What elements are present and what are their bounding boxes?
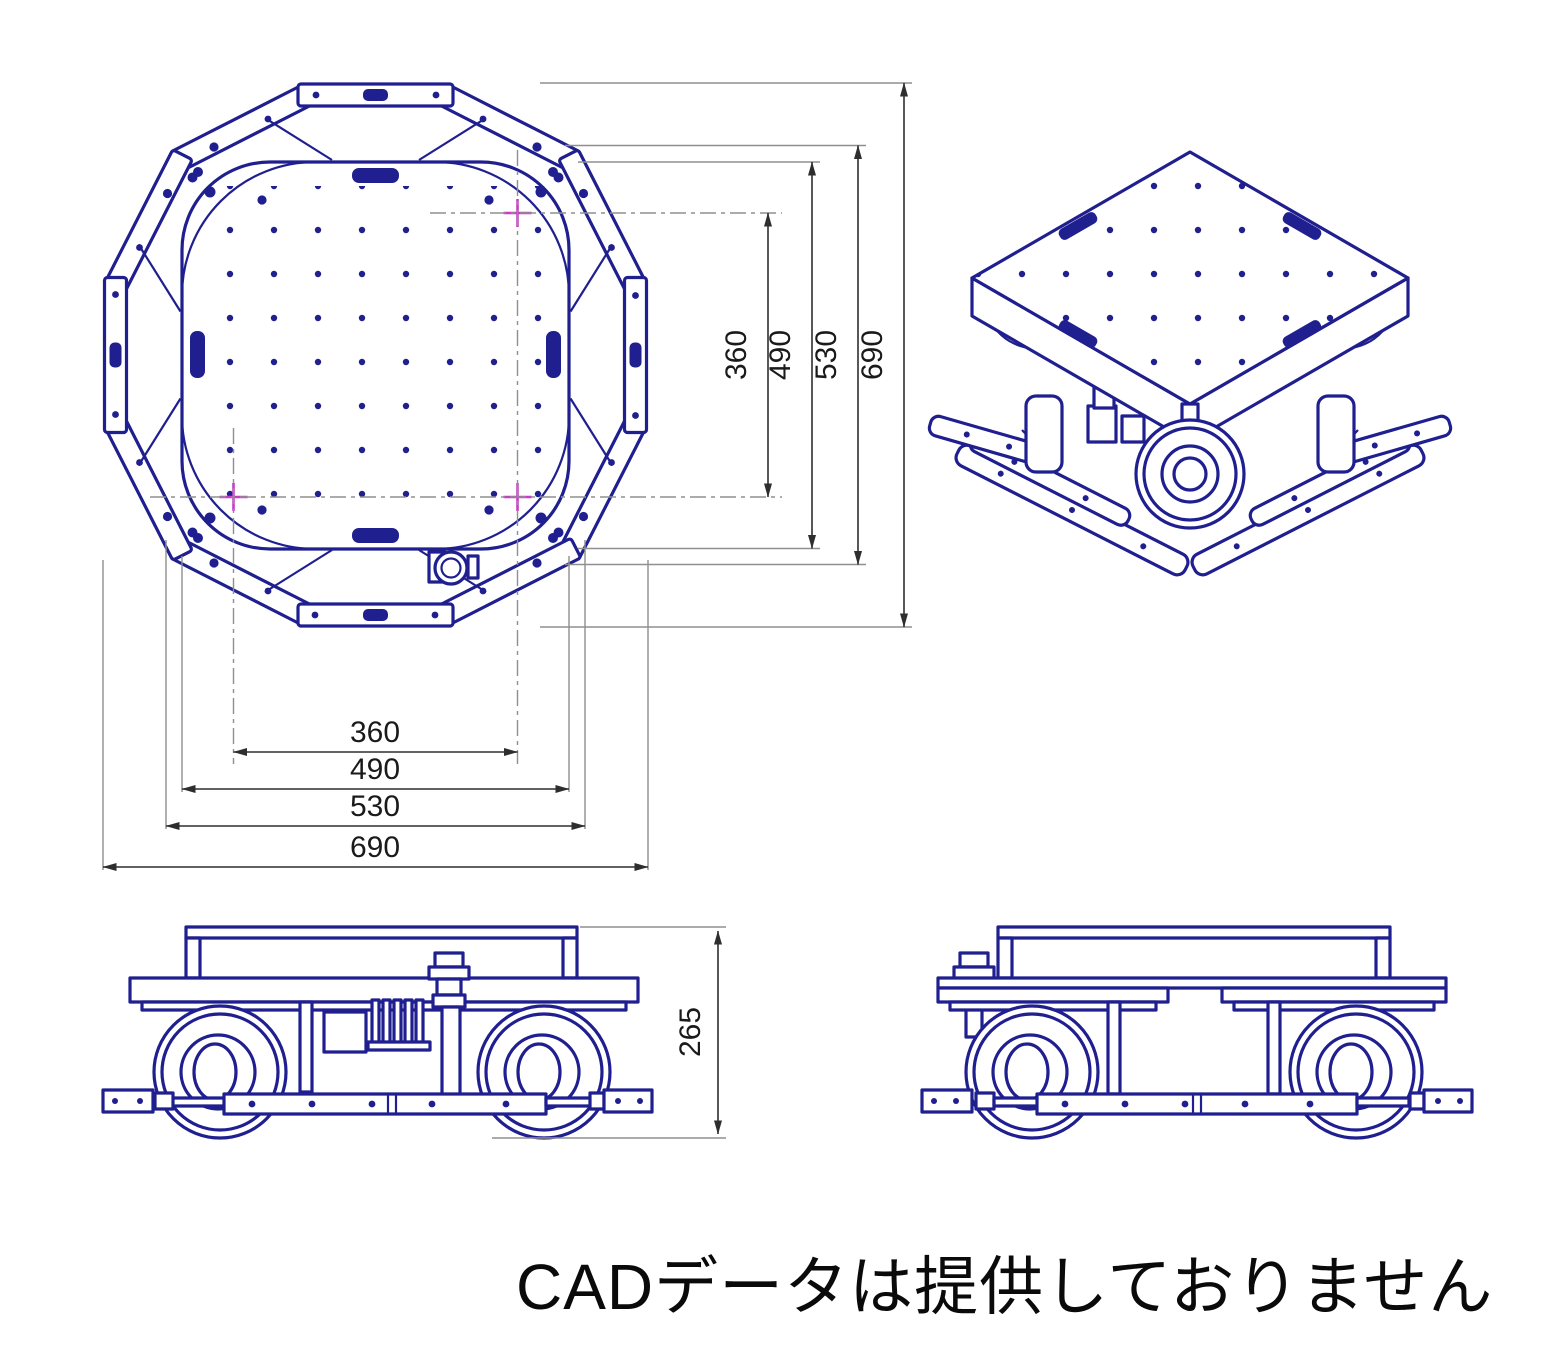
wheel-guard-arc-tr — [435, 160, 571, 296]
deck-plate — [936, 976, 1448, 990]
bottom-bumper — [920, 1088, 1474, 1116]
handle-slot-top — [352, 168, 399, 183]
iso-side-wheel-left — [1024, 394, 1064, 474]
dim-label-vertical-360: 360 — [720, 330, 753, 380]
handle-slot-bottom — [352, 528, 399, 543]
wheel — [476, 1004, 612, 1140]
dim-label-horizontal-690: 690 — [350, 831, 400, 864]
dim-label-vertical-490: 490 — [764, 330, 797, 380]
dim-label-vertical-530: 530 — [810, 330, 843, 380]
wheel — [1288, 1004, 1424, 1140]
top-rail — [996, 925, 1392, 940]
wheel — [152, 1004, 288, 1140]
handle-slot-left — [190, 331, 205, 378]
iso-side-wheel-right — [1316, 394, 1356, 474]
wheel — [964, 1004, 1100, 1140]
side-view-front — [101, 925, 654, 1140]
top-view-vertical-dimensions: 360 490 530 690 — [150, 82, 912, 764]
side-view-rear — [920, 925, 1474, 1140]
side-view-height-dimension: 265 — [492, 926, 726, 1139]
iso-caster-wheel — [1134, 418, 1246, 530]
bottom-bumper — [101, 1088, 654, 1116]
wheel-guard-arc-bl — [180, 415, 316, 551]
isometric-view — [927, 150, 1453, 577]
dim-label-height-265: 265 — [674, 1007, 707, 1057]
wheel-guard-arc-tl — [180, 160, 316, 296]
dim-label-horizontal-490: 490 — [350, 753, 400, 786]
mounting-hole-grid — [206, 186, 542, 522]
dim-label-vertical-690: 690 — [856, 330, 889, 380]
top-view — [102, 82, 649, 628]
sensor-mast — [427, 951, 471, 1097]
dim-label-horizontal-360: 360 — [350, 716, 400, 749]
dim-label-horizontal-530: 530 — [350, 790, 400, 823]
top-rail — [184, 925, 579, 940]
cad-note-text: CADデータは提供しておりません — [516, 1251, 1494, 1323]
handle-slot-right — [546, 331, 561, 378]
wheel-guard-arc-br — [435, 415, 571, 551]
top-view-horizontal-dimensions: 360 490 530 690 — [102, 540, 649, 871]
caster-motor — [427, 550, 480, 586]
